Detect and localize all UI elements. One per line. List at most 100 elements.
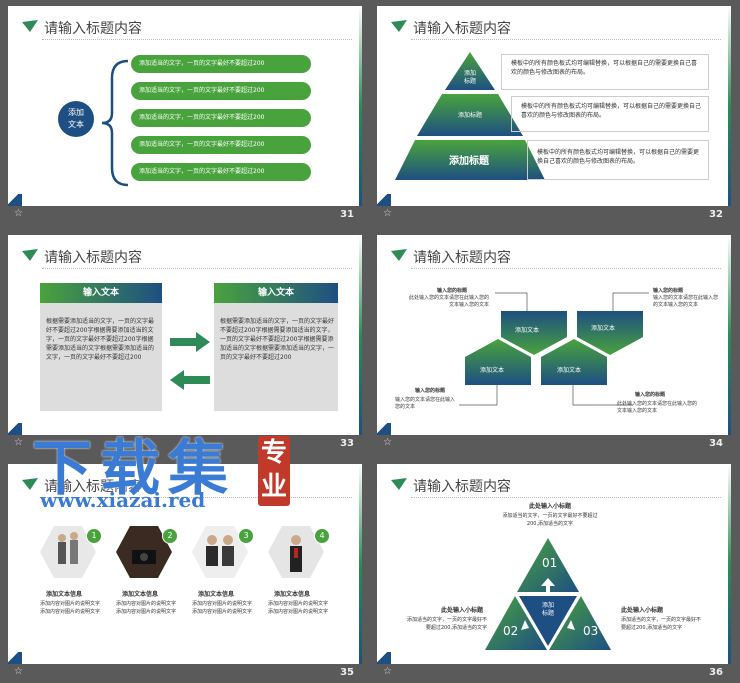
- corner-accent: [8, 194, 22, 206]
- desc-box: [501, 54, 709, 90]
- triangle-num-1: 01: [542, 556, 558, 570]
- callout-title: 输入您的标题: [437, 288, 468, 294]
- slide-number: 32: [709, 209, 723, 220]
- shape-label: 添加文本: [557, 367, 582, 374]
- slide-title: 请输入标题内容: [413, 21, 511, 37]
- logo-icon: [391, 478, 407, 490]
- star-icon[interactable]: ☆: [14, 666, 23, 677]
- card-text: 添加内容对图片的说明文字添加内容对图片的说明文字: [40, 601, 101, 615]
- corner-accent: [8, 652, 22, 664]
- card-title: 添加文本信息: [46, 591, 83, 598]
- slide-number: 33: [340, 438, 354, 449]
- slide-strip: ☆ 35: [8, 664, 362, 682]
- text-card-header: 输入文本: [40, 283, 162, 303]
- triangle-center-label: 添加 标题: [541, 602, 554, 617]
- slide-title: 请输入标题内容: [44, 21, 142, 37]
- accent-bar: [728, 464, 731, 664]
- title-divider: [42, 268, 352, 269]
- desc-text: 模板中的所有颜色板式均可编辑替换，可以根据自己的需要更换自己喜欢的颜色与修改图表…: [521, 103, 702, 119]
- card-text: 添加内容对图片的说明文字添加内容对图片的说明文字: [116, 601, 177, 615]
- number-badge: 3: [238, 528, 254, 544]
- pentagon-diagram: [465, 311, 643, 385]
- star-icon[interactable]: ☆: [14, 437, 23, 448]
- text-card-body: [40, 303, 162, 411]
- logo-icon: [22, 249, 38, 261]
- shape-label: 添加文本: [591, 325, 616, 332]
- card-text: 添加内容对图片的说明文字添加内容对图片的说明文字: [192, 601, 253, 615]
- star-icon[interactable]: ☆: [383, 437, 392, 448]
- slide-number: 36: [709, 667, 723, 678]
- shape-label: 添加文本: [515, 327, 540, 334]
- text-card-body: [214, 303, 338, 411]
- slide-36[interactable]: 请输入标题内容 01 02 03 添加 标题 此处输入小标题 添加适当的文字，一…: [377, 464, 731, 664]
- accent-bar: [728, 6, 731, 206]
- slide-strip: ☆ 36: [377, 664, 731, 682]
- callout-title: 输入您的标题: [415, 388, 446, 394]
- list-item: 添加适当的文字，一页的文字最好不要超过200: [131, 136, 311, 154]
- watermark-seal: 专业: [258, 436, 290, 506]
- number-badge: 1: [86, 528, 102, 544]
- pyramid-label-3: 添加标题: [449, 156, 489, 167]
- callout-text: 此处输入您的文本请您在此输入您的文本输入您的文本: [408, 295, 489, 308]
- logo-icon: [22, 20, 38, 32]
- subtitle: 此处输入小标题: [621, 607, 664, 614]
- corner-accent: [377, 194, 391, 206]
- star-icon[interactable]: ☆: [383, 208, 392, 219]
- desc-box: [527, 140, 709, 180]
- slide-title: 请输入标题内容: [413, 250, 511, 266]
- accent-bar: [728, 235, 731, 435]
- slide-35[interactable]: 请输入标题内容 1 2 3 4 添加文本信息 添加内容对图片的说明文字添加内容对…: [8, 464, 362, 664]
- card-title: 添加文本信息: [122, 591, 159, 598]
- slide-32[interactable]: 请输入标题内容 添加 标题 添加标题 添加标题 模板中的所有颜色板式均可编辑替换…: [377, 6, 731, 206]
- logo-icon: [391, 20, 407, 32]
- subtitle-text: 添加适当的文字，一页的文字最好不要超过200,添加适当的文字: [406, 617, 487, 631]
- list-item: 添加适当的文字，一页的文字最好不要超过200: [131, 55, 311, 73]
- slide-title: 请输入标题内容: [44, 250, 142, 266]
- slide-31[interactable]: 请输入标题内容 添加 文本 添加适当的文字，一页的文字最好不要超过200 添加适…: [8, 6, 362, 206]
- star-icon[interactable]: ☆: [14, 208, 23, 219]
- callout-text: 输入您的文本请您在此输入您的文本输入您的文本: [653, 295, 719, 308]
- text-card-header: 输入文本: [214, 283, 338, 303]
- callout-text: 此处输入您的文本请您在此输入您的文本输入您的文本: [617, 401, 698, 414]
- title-divider: [411, 497, 721, 498]
- photo-hexagon: [268, 526, 324, 578]
- corner-accent: [8, 423, 22, 435]
- shape-label: 添加文本: [480, 367, 505, 374]
- pyramid-level-2: [417, 94, 523, 136]
- logo-icon: [22, 478, 38, 490]
- slide-number: 35: [340, 667, 354, 678]
- title-divider: [411, 268, 721, 269]
- slide-strip: ☆ 32: [377, 206, 731, 224]
- slide-strip: ☆ 34: [377, 435, 731, 453]
- photo-hexagon: [116, 526, 172, 578]
- list-item: 添加适当的文字，一页的文字最好不要超过200: [131, 163, 311, 181]
- arrow-right-icon: [170, 332, 210, 352]
- subtitle-text: 添加适当的文字，一页的文字最好不要超过200,添加适当的文字: [621, 617, 702, 631]
- title-divider: [411, 39, 721, 40]
- watermark-url: www.xiazai.red: [40, 488, 206, 512]
- slide-strip: ☆ 31: [8, 206, 362, 224]
- pyramid-label-2: 添加标题: [457, 112, 482, 119]
- list-item: 添加适当的文字，一页的文字最好不要超过200: [131, 82, 311, 100]
- pyramid-level-1: [445, 52, 495, 90]
- subtitle-text: 添加适当的文字，一页的文字最好不要超过200,添加适当的文字: [502, 513, 598, 527]
- slide-34[interactable]: 请输入标题内容 添加文本 添加文本 添加文本 添加文本 输入您的标题 此处输入您…: [377, 235, 731, 435]
- star-icon[interactable]: ☆: [383, 666, 392, 677]
- desc-text: 模板中的所有颜色板式均可编辑替换，可以根据自己的需要更换自己喜欢的颜色与修改图表…: [537, 149, 700, 165]
- triangle-num-2: 02: [503, 624, 519, 638]
- subtitle: 此处输入小标题: [441, 607, 484, 614]
- slide-title: 请输入标题内容: [44, 479, 142, 495]
- title-divider: [42, 39, 352, 40]
- subtitle: 此处输入小标题: [529, 503, 572, 510]
- slide-number: 31: [340, 209, 354, 220]
- card-text: 添加内容对图片的说明文字添加内容对图片的说明文字: [268, 601, 329, 615]
- desc-text: 模板中的所有颜色板式均可编辑替换，可以根据自己的需要更换自己喜欢的颜色与修改图表…: [511, 60, 698, 76]
- callout-text: 输入您的文本请您在此输入您的文本: [395, 397, 456, 410]
- accent-bar: [359, 235, 362, 435]
- slide-33[interactable]: 请输入标题内容 输入文本 根据需要添加适当的文字，一页的文字最好不要超过200字…: [8, 235, 362, 435]
- text-card-text: 根据需要添加适当的文字，一页的文字最好不要超过200字根据需要添加适当的文字，一…: [46, 318, 155, 361]
- pyramid-diagram: [395, 52, 545, 180]
- pyramid-label-1: 添加 标题: [463, 70, 476, 85]
- triangle-num-3: 03: [583, 624, 599, 638]
- number-badge: 4: [314, 528, 330, 544]
